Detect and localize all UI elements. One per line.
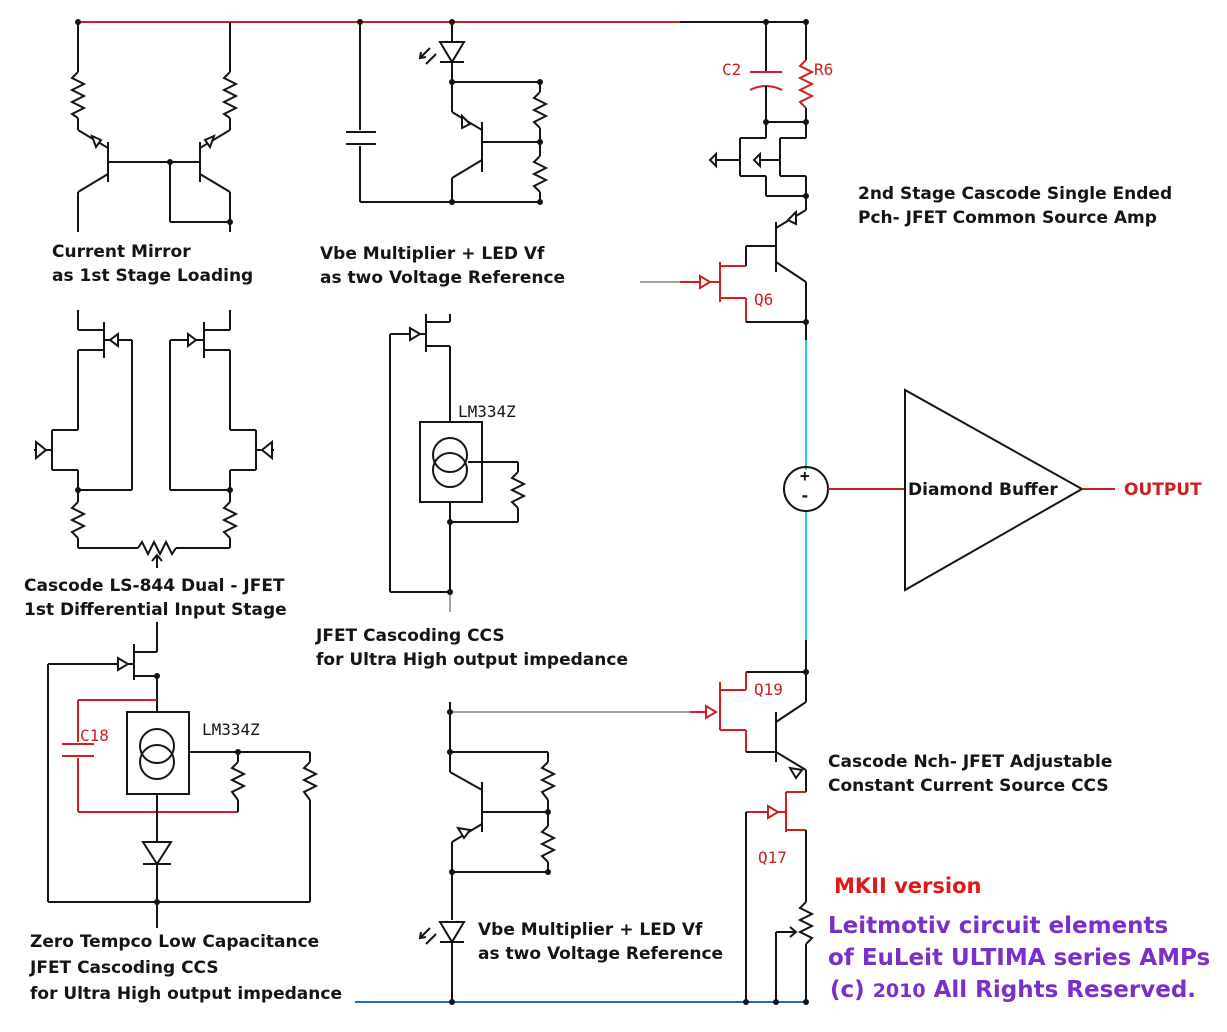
zero-tempco-title: Zero Tempco Low Capacitance	[30, 932, 320, 952]
lm334-bottom-label: LM334Z	[202, 720, 260, 739]
cascode-differential-input	[34, 310, 274, 568]
mkii-version-label: MKII version	[834, 874, 982, 898]
c18-label: C18	[80, 726, 109, 745]
zero-tempco-subtitle-2: for Ultra High output impedance	[30, 984, 342, 1004]
second-stage-subtitle: Pch- JFET Common Source Amp	[858, 208, 1157, 228]
plus-sign: +	[800, 466, 810, 485]
current-mirror-title: Current Mirror	[52, 242, 191, 262]
jfet-ccs-mid-subtitle: for Ultra High output impedance	[316, 650, 628, 670]
output-label: OUTPUT	[1124, 480, 1202, 500]
credit-line-1: Leitmotiv circuit elements	[828, 913, 1169, 939]
zero-tempco-ccs	[47, 622, 319, 928]
copyright-text: All Rights Reserved.	[933, 977, 1197, 1003]
jfet-cascoding-ccs-mid	[389, 314, 527, 612]
vbe-multiplier-top	[346, 22, 549, 203]
current-mirror-subtitle: as 1st Stage Loading	[52, 266, 254, 286]
vbe-bottom-subtitle: as two Voltage Reference	[478, 944, 724, 964]
q17-label: Q17	[758, 848, 787, 867]
vbe-bottom-title: Vbe Multiplier + LED Vf	[478, 920, 703, 940]
jfet-ccs-mid-title: JFET Cascoding CCS	[316, 626, 505, 646]
q19-label: Q19	[754, 680, 783, 699]
junction-dots	[75, 19, 809, 1005]
q6-label: Q6	[754, 290, 774, 309]
vbe-multiplier-bottom	[418, 702, 710, 1002]
second-stage-title: 2nd Stage Cascode Single Ended	[858, 184, 1173, 204]
vbe-top-subtitle: as two Voltage Reference	[320, 268, 566, 288]
zero-tempco-subtitle: JFET Cascoding CCS	[30, 958, 219, 978]
minus-sign: -	[800, 486, 810, 505]
credit-line-3: (c) 2010 All Rights Reserved.	[830, 974, 1196, 1007]
credit-line-2: of EuLeit ULTIMA series AMPs	[828, 945, 1211, 971]
ccs-nch-subtitle: Constant Current Source CCS	[828, 776, 1109, 796]
r6-label: R6	[814, 60, 834, 79]
diamond-buffer-triangle	[904, 388, 1115, 592]
cascode-input-subtitle: 1st Differential Input Stage	[24, 600, 287, 620]
copyright-year: 2010	[872, 980, 926, 1002]
lm334-mid-label: LM334Z	[458, 402, 516, 421]
cascode-nch-ccs	[705, 671, 815, 1002]
ccs-nch-title: Cascode Nch- JFET Adjustable	[828, 752, 1113, 772]
bias-voltage-source	[783, 466, 905, 512]
cascode-input-title: Cascode LS-844 Dual - JFET	[24, 576, 285, 596]
vbe-top-title: Vbe Multiplier + LED Vf	[320, 244, 545, 264]
diamond-buffer-label: Diamond Buffer	[908, 480, 1058, 500]
copyright-mark: (c)	[830, 977, 865, 1003]
c2-label: C2	[722, 60, 742, 79]
current-mirror	[69, 22, 239, 232]
second-stage-cascode	[640, 22, 815, 323]
